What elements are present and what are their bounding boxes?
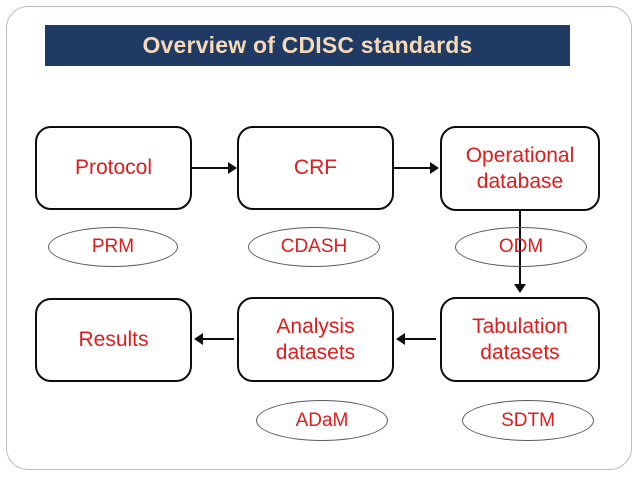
flow-box-analysis-datasets[interactable]: Analysis datasets (237, 297, 394, 382)
standard-ellipse-cdash[interactable]: CDASH (248, 227, 380, 267)
arrow-protocol-to-crf-line (192, 167, 230, 170)
flow-box-label-line2: datasets (480, 340, 560, 364)
flow-box-tabulation-datasets[interactable]: Tabulation datasets (440, 297, 600, 382)
arrow-operational-database-to-tabulation-head (514, 284, 526, 293)
standard-ellipse-label: PRM (91, 236, 135, 257)
arrow-analysis-to-results-head (194, 333, 203, 345)
flow-box-label-wrap: Analysis datasets (276, 314, 355, 365)
standard-ellipse-label: ODM (498, 236, 544, 257)
flow-box-results[interactable]: Results (35, 298, 192, 382)
flow-box-label-line1: Analysis (276, 314, 355, 338)
standard-ellipse-prm[interactable]: PRM (48, 227, 178, 267)
flow-box-label-line1: Operational (465, 143, 575, 167)
standard-ellipse-label: ADaM (295, 409, 349, 431)
flow-box-label-line2: database (476, 169, 564, 193)
flow-box-label-line1: Tabulation (472, 314, 568, 338)
flow-box-label-wrap: Operational database (466, 143, 575, 194)
flow-box-label-wrap: Tabulation datasets (472, 314, 568, 365)
title-banner: Overview of CDISC standards (45, 25, 570, 66)
arrow-analysis-to-results-line (196, 338, 234, 341)
arrow-crf-to-operational-database-head (430, 162, 439, 174)
flow-box-label-line2: datasets (275, 340, 356, 364)
flow-box-protocol[interactable]: Protocol (35, 126, 192, 210)
standard-ellipse-odm[interactable]: ODM (455, 227, 587, 267)
standard-ellipse-label: CDASH (280, 236, 348, 257)
flow-box-operational-database[interactable]: Operational database (440, 126, 600, 211)
arrow-protocol-to-crf-head (228, 162, 237, 174)
arrow-tabulation-to-analysis-head (396, 333, 405, 345)
standard-ellipse-label: SDTM (501, 409, 555, 431)
flow-box-label: Protocol (74, 156, 153, 180)
flow-box-label: CRF (293, 156, 338, 180)
arrow-tabulation-to-analysis-line (398, 338, 436, 341)
standard-ellipse-sdtm[interactable]: SDTM (462, 400, 594, 441)
flow-box-label: Results (78, 328, 149, 352)
page-title: Overview of CDISC standards (142, 32, 473, 58)
arrow-crf-to-operational-database-line (394, 167, 432, 170)
flow-box-crf[interactable]: CRF (237, 126, 394, 210)
standard-ellipse-adam[interactable]: ADaM (256, 400, 388, 441)
